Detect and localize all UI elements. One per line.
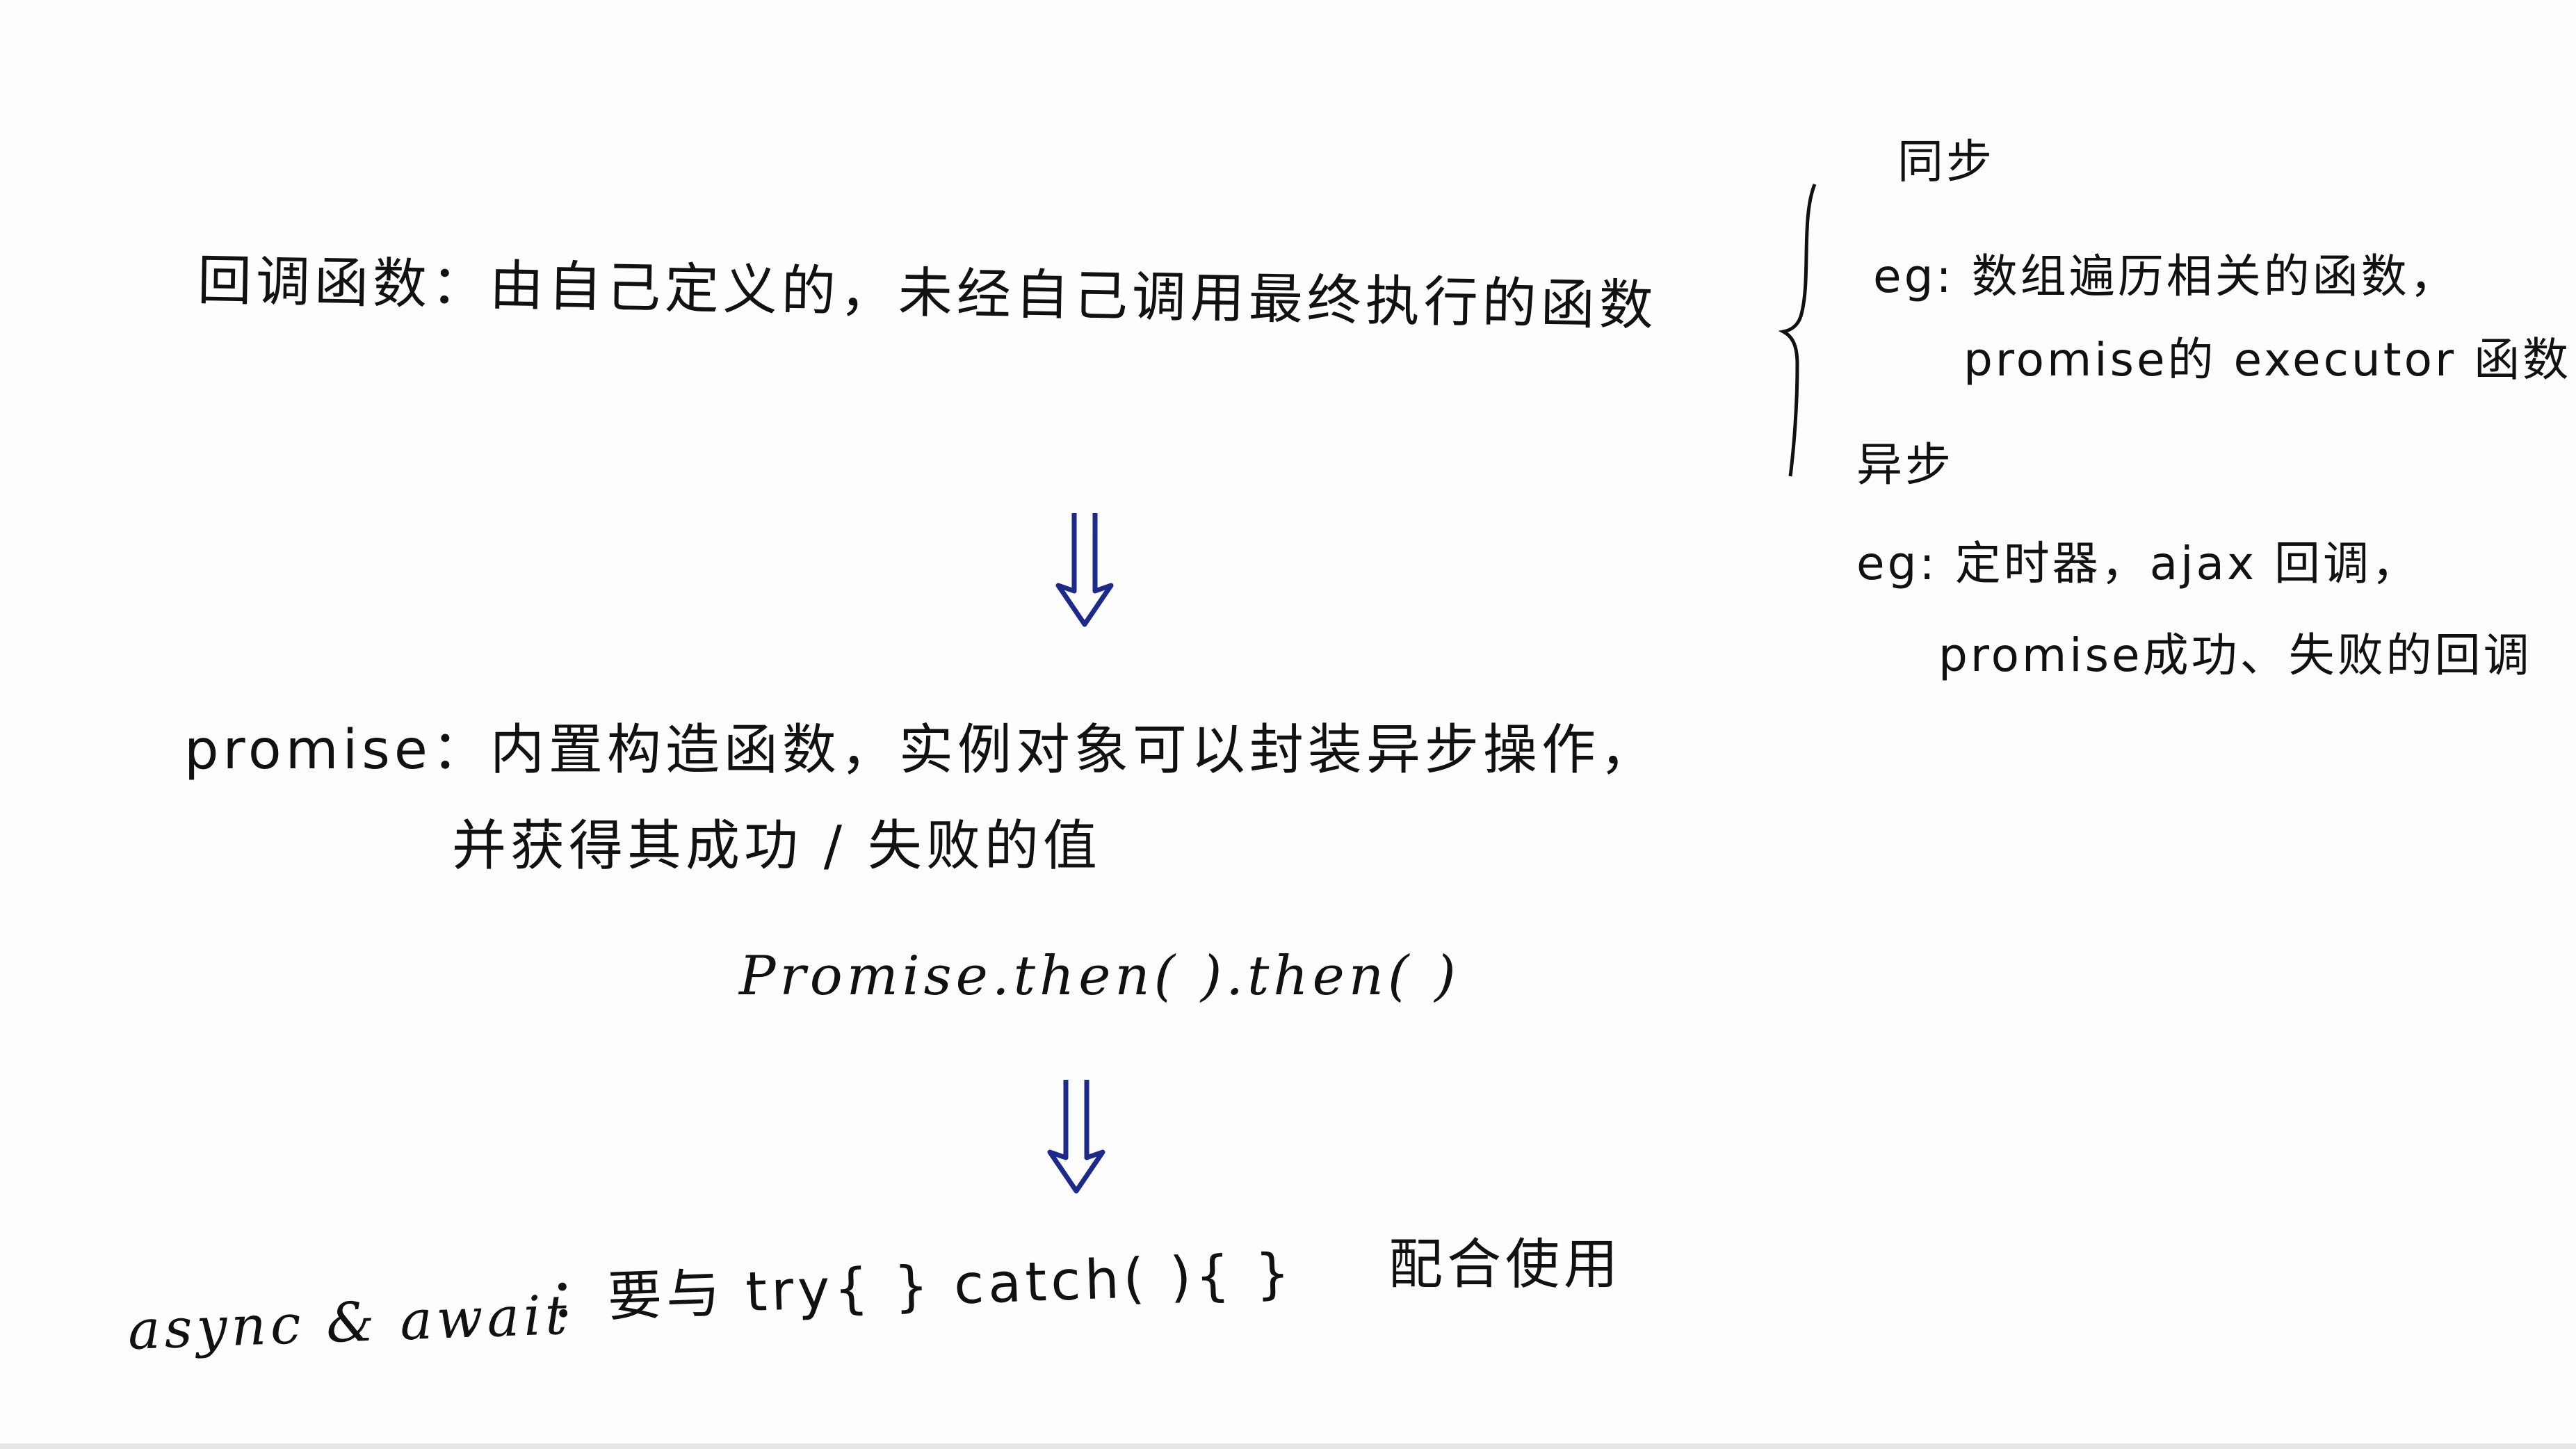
down-arrow-icon [1047, 1080, 1105, 1194]
promise-line-1: promise：内置构造函数，实例对象可以封装异步操作， [184, 719, 1658, 782]
sync-example-1: eg: 数组遍历相关的函数， [1873, 250, 2458, 303]
down-arrow-icon [1055, 513, 1114, 627]
async-await-label: async & await [127, 1284, 572, 1362]
async-await-suffix: 配合使用 [1388, 1233, 1623, 1296]
page-edge [0, 1443, 2576, 1449]
async-example-1: eg: 定时器，ajax 回调， [1856, 537, 2420, 590]
sync-heading: 同步 [1897, 135, 1995, 188]
promise-line-2: 并获得其成功 / 失败的值 [452, 815, 1101, 877]
callback-definition: 回调函数：由自己定义的，未经自己调用最终执行的函数 [197, 250, 1658, 338]
async-await-text: ：要与 try{ } catch( ){ } [548, 1242, 1295, 1331]
async-heading: 异步 [1856, 438, 1954, 492]
curly-brace [1778, 184, 1817, 477]
async-example-2: promise成功、失败的回调 [1938, 629, 2532, 682]
sync-example-2: promise的 executor 函数 [1963, 333, 2572, 387]
promise-chain: Promise.then( ).then( ) [739, 945, 1460, 1007]
